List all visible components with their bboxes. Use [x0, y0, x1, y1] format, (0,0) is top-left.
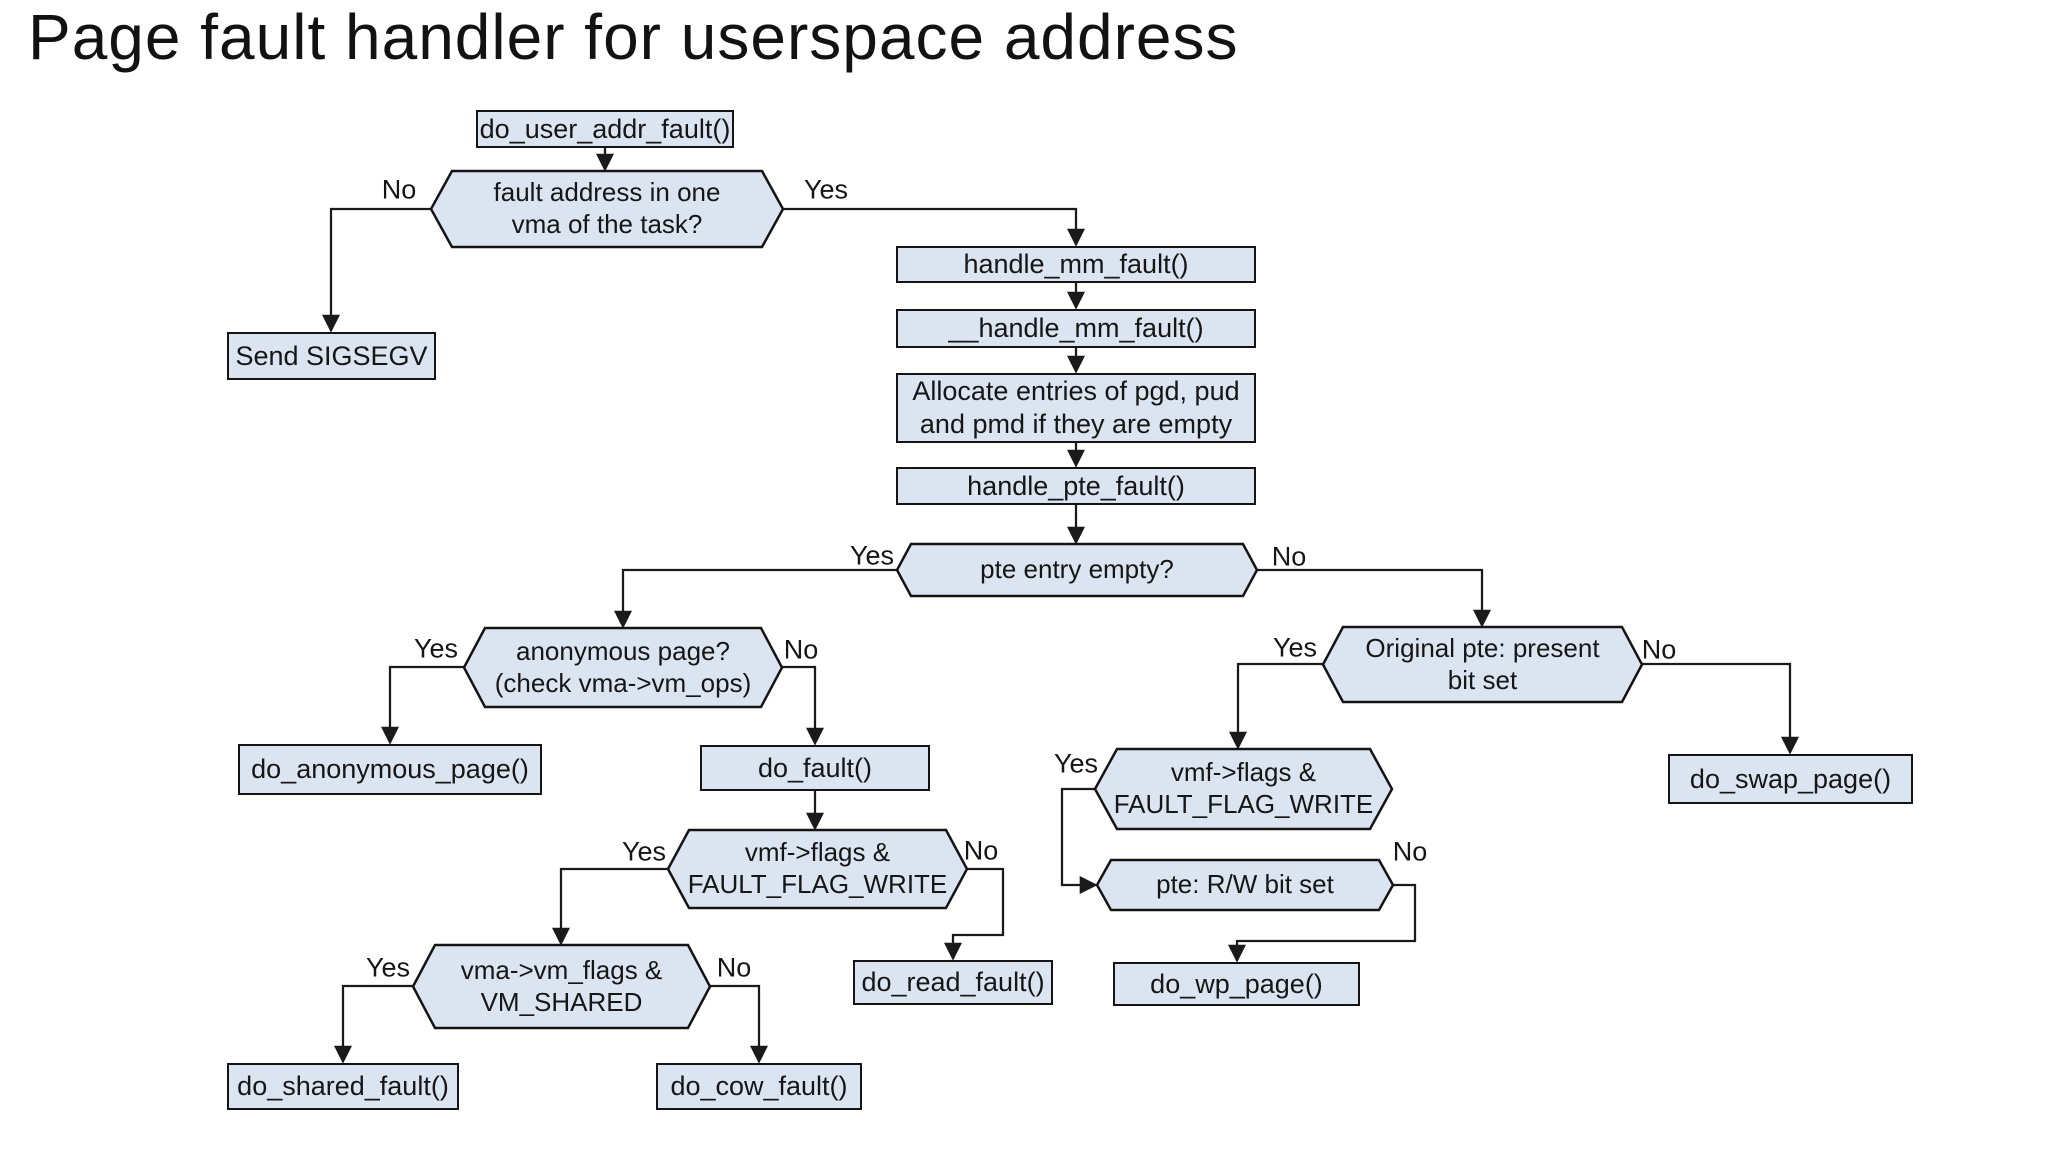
decision-vm-shared-shape [411, 943, 712, 1030]
edge-anon-no-do-fault [782, 665, 824, 746]
edge-pte-rw-no-do-wp [1228, 883, 1417, 963]
node-handle-pte-fault-label: handle_pte_fault() [967, 470, 1185, 501]
decision-vmf-flags-write-left: vmf->flags & FAULT_FLAG_WRITE [666, 828, 969, 910]
node-allocate-entries: Allocate entries of pgd, pud and pmd if … [896, 373, 1256, 443]
node-do-shared-fault: do_shared_fault() [227, 1063, 459, 1110]
branch-label-anon-no: No [783, 634, 819, 665]
edge-pte-empty-no-orig-pte [1257, 568, 1491, 628]
node-handle-pte-fault: handle_pte_fault() [896, 467, 1256, 505]
decision-fault-address-in-vma: fault address in one vma of the task? [429, 169, 785, 249]
decision-vmf-flags-write-left-shape [666, 828, 969, 910]
decision-original-pte-present-shape [1321, 625, 1644, 704]
node-do-fault-label: do_fault() [757, 752, 873, 783]
edge-fault-addr-no-sigsegv [322, 207, 431, 333]
node-do-read-fault: do_read_fault() [853, 960, 1053, 1005]
decision-anonymous-page-label: anonymous page? (check vma->vm_ops) [494, 635, 752, 698]
edge-vmf-left-no-do-read [944, 867, 1005, 961]
branch-label-pte-rw-no: No [1392, 836, 1428, 867]
branch-label-vmf-right-yes: Yes [1053, 748, 1099, 779]
decision-fault-address-in-vma-label: fault address in one vma of the task? [493, 177, 721, 239]
node-do-anonymous-page-label: do_anonymous_page() [251, 754, 529, 785]
node-do-swap-page: do_swap_page() [1668, 754, 1913, 804]
node-do-cow-fault: do_cow_fault() [656, 1063, 862, 1110]
branch-label-fault-no: No [381, 174, 417, 205]
edge-vm-shared-yes-do-shared [334, 984, 413, 1064]
node-do-wp-page-label: do_wp_page() [1150, 968, 1323, 999]
node-send-sigsegv: Send SIGSEGV [227, 332, 436, 380]
decision-anonymous-page: anonymous page? (check vma->vm_ops) [462, 626, 784, 709]
decision-vmf-flags-write-left-label: vmf->flags & FAULT_FLAG_WRITE [687, 837, 948, 899]
node-handle-mm-fault: handle_mm_fault() [896, 246, 1256, 283]
decision-pte-rw-bit-set-shape [1095, 858, 1395, 912]
edge-vmf-left-yes-vm-shared [552, 867, 668, 946]
decision-vmf-flags-write-right: vmf->flags & FAULT_FLAG_WRITE [1093, 747, 1394, 831]
decision-original-pte-present-label: Original pte: present bit set [1365, 632, 1600, 695]
edge-vm-shared-no-do-cow [710, 984, 768, 1064]
branch-label-pte-empty-no: No [1271, 541, 1307, 572]
edge-orig-pte-no-do-swap [1642, 662, 1799, 755]
decision-pte-rw-bit-set-label: pte: R/W bit set [1156, 869, 1334, 900]
branch-label-vmf-left-no: No [963, 835, 999, 866]
node-allocate-entries-label: Allocate entries of pgd, pud and pmd if … [912, 376, 1240, 439]
node-do-shared-fault-label: do_shared_fault() [237, 1071, 449, 1102]
node-do-user-addr-fault: do_user_addr_fault() [476, 110, 734, 148]
decision-pte-entry-empty: pte entry empty? [895, 542, 1259, 598]
branch-label-vm-shared-yes: Yes [365, 952, 411, 983]
decision-original-pte-present: Original pte: present bit set [1321, 625, 1644, 704]
node-do-wp-page: do_wp_page() [1113, 962, 1360, 1006]
decision-pte-rw-bit-set: pte: R/W bit set [1095, 858, 1395, 912]
node-send-sigsegv-label: Send SIGSEGV [235, 340, 428, 371]
decision-fault-address-in-vma-shape [429, 169, 785, 249]
decision-vmf-flags-write-right-shape [1093, 747, 1394, 831]
node-do-swap-page-label: do_swap_page() [1689, 763, 1892, 794]
node-do-fault: do_fault() [700, 745, 930, 791]
node-handle-mm-fault-label: handle_mm_fault() [963, 249, 1189, 280]
decision-vm-shared: vma->vm_flags & VM_SHARED [411, 943, 712, 1030]
branch-label-orig-pte-no: No [1641, 634, 1677, 665]
branch-label-fault-yes: Yes [803, 174, 849, 205]
node-do-user-addr-fault-label: do_user_addr_fault() [479, 113, 731, 144]
edge-anon-yes-do-anon [381, 665, 464, 745]
branch-label-vm-shared-no: No [716, 952, 752, 983]
edge-orig-pte-yes-vmf-right [1229, 662, 1323, 750]
node-handle-mm-fault-2-label: __handle_mm_fault() [948, 313, 1204, 344]
page-title: Page fault handler for userspace address [28, 1, 1239, 73]
node-do-cow-fault-label: do_cow_fault() [670, 1071, 848, 1102]
branch-label-anon-yes: Yes [413, 633, 459, 664]
edge-pte-empty-yes-anon [614, 568, 897, 629]
node-do-read-fault-label: do_read_fault() [861, 967, 1045, 998]
decision-pte-entry-empty-shape [895, 542, 1259, 598]
branch-label-pte-empty-yes: Yes [849, 540, 895, 571]
decision-anonymous-page-shape [462, 626, 784, 709]
edge-fault-addr-yes-handle-mm [783, 207, 1085, 247]
branch-label-orig-pte-yes: Yes [1272, 632, 1318, 663]
node-do-anonymous-page: do_anonymous_page() [238, 744, 542, 795]
branch-label-vmf-left-yes: Yes [621, 836, 667, 867]
decision-vmf-flags-write-right-label: vmf->flags & FAULT_FLAG_WRITE [1113, 757, 1374, 819]
decision-pte-entry-empty-label: pte entry empty? [980, 554, 1174, 585]
edge-vmf-right-yes-pte-rw [1060, 787, 1098, 894]
decision-vm-shared-label: vma->vm_flags & VM_SHARED [460, 954, 663, 1017]
node-handle-mm-fault-2: __handle_mm_fault() [896, 309, 1256, 348]
